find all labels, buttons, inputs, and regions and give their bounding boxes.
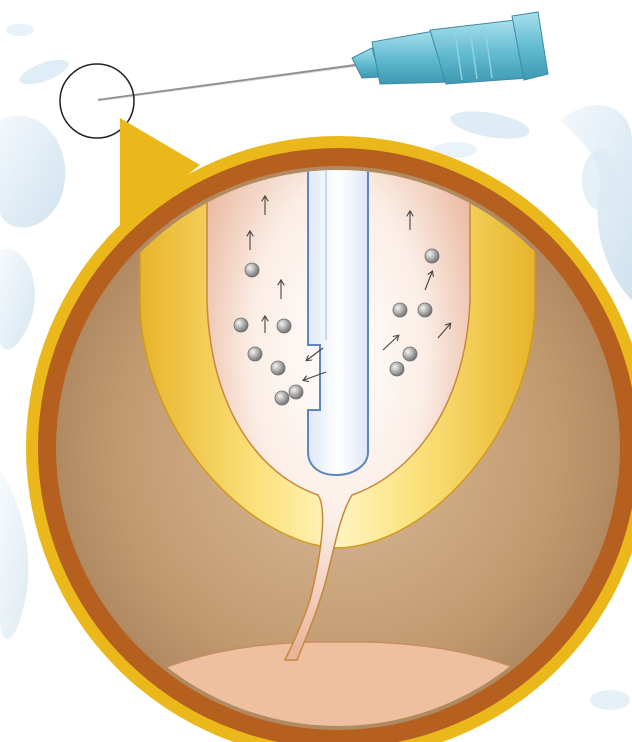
debris-particle-icon <box>418 303 432 317</box>
debris-particle-icon <box>245 263 259 277</box>
needle-tip <box>308 150 368 475</box>
debris-particle-icon <box>390 362 404 376</box>
debris-particle-icon <box>248 347 262 361</box>
debris-particle-icon <box>403 347 417 361</box>
debris-particle-icon <box>271 361 285 375</box>
magnified-view <box>26 136 632 742</box>
debris-particle-icon <box>234 318 248 332</box>
debris-particle-icon <box>425 249 439 263</box>
debris-particle-icon <box>275 391 289 405</box>
debris-particle-icon <box>277 319 291 333</box>
debris-particle-icon <box>289 385 303 399</box>
syringe-needle-icon <box>98 12 548 101</box>
debris-particle-icon <box>393 303 407 317</box>
